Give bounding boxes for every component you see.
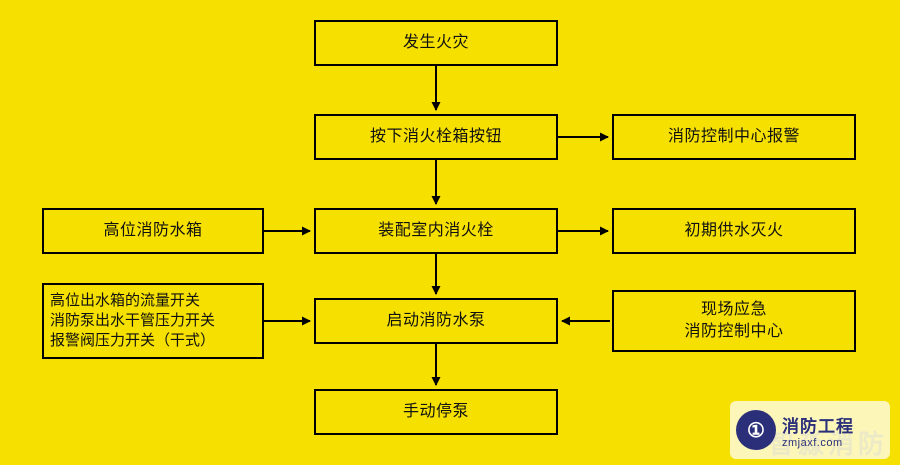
node-start-fire-pump: 启动消防水泵 [314, 298, 558, 344]
watermark: ① 消防工程 zmjaxf.com [730, 401, 890, 459]
watermark-subtitle: zmjaxf.com [782, 436, 843, 449]
node-high-level-water-tank: 高位消防水箱 [42, 208, 264, 254]
node-onsite-emergency: 现场应急 消防控制中心 [612, 290, 856, 352]
node-initial-water-supply: 初期供水灭火 [612, 208, 856, 254]
node-pressure-switches: 高位出水箱的流量开关 消防泵出水干管压力开关 报警阀压力开关（干式） [42, 283, 264, 359]
node-fire: 发生火灾 [314, 20, 558, 66]
node-indoor-hydrant: 装配室内消火栓 [314, 208, 558, 254]
watermark-text: 消防工程 zmjaxf.com [782, 412, 854, 449]
node-manual-stop-pump: 手动停泵 [314, 389, 558, 435]
node-fire-control-center-alarm: 消防控制中心报警 [612, 114, 856, 160]
watermark-title: 消防工程 [782, 416, 854, 436]
node-press-hydrant-button: 按下消火栓箱按钮 [314, 114, 558, 160]
watermark-logo-icon: ① [736, 410, 776, 450]
